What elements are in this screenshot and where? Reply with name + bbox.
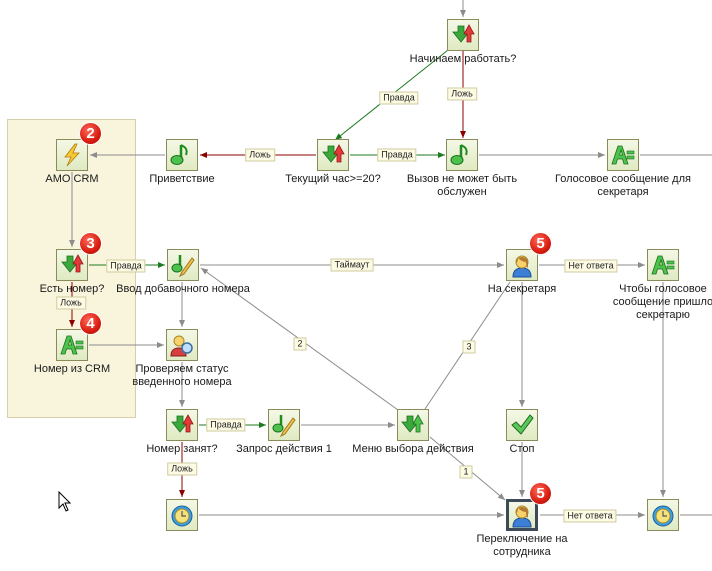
node-label: Номер занят? (146, 443, 218, 455)
node-label: Приветствие (149, 173, 215, 185)
edge-label-false: Ложь (447, 87, 477, 101)
music-note-icon (169, 142, 195, 168)
node-action-menu[interactable] (397, 409, 429, 441)
edge-label-true: Правда (377, 148, 417, 162)
node-label: Стоп (509, 443, 535, 455)
node-action-request[interactable] (268, 409, 300, 441)
node-label: Меню выбора действия (352, 443, 474, 455)
text-to-speech-icon (610, 142, 636, 168)
node-to-secretary[interactable] (506, 249, 538, 281)
mouse-cursor-icon (58, 491, 72, 512)
edge-label-option-2: 2 (293, 337, 307, 351)
edge-label-true: Правда (106, 259, 146, 273)
edge-label-false: Ложь (167, 462, 197, 476)
operator-icon (509, 502, 535, 528)
edge-label-timeout: Таймаут (330, 258, 374, 272)
edge-label-no-answer: Нет ответа (564, 259, 618, 273)
node-label: Начинаем работать? (409, 53, 517, 65)
edge-label-false: Ложь (56, 296, 86, 310)
music-input-icon (170, 252, 196, 278)
node-greeting[interactable] (166, 139, 198, 171)
step-number-badge: 5 (530, 483, 551, 504)
node-label: Есть номер? (39, 283, 105, 295)
node-voice-to-secretary[interactable] (647, 249, 679, 281)
lightning-icon (59, 142, 85, 168)
edge-label-true: Правда (379, 91, 419, 105)
music-input-icon (271, 412, 297, 438)
node-amo-crm[interactable] (56, 139, 88, 171)
node-label: Ввод добавочного номера (116, 283, 250, 295)
node-number-busy[interactable] (166, 409, 198, 441)
condition-icon (169, 412, 195, 438)
step-number-badge: 3 (80, 233, 101, 254)
condition-icon (320, 142, 346, 168)
alarm-clock-icon (169, 502, 195, 528)
node-enter-ext[interactable] (167, 249, 199, 281)
node-hour-check[interactable] (317, 139, 349, 171)
user-search-icon (169, 332, 195, 358)
operator-icon (509, 252, 535, 278)
step-number-badge: 5 (530, 233, 551, 254)
node-has-number[interactable] (56, 249, 88, 281)
node-label: Номер из CRM (33, 363, 111, 375)
edge-label-true: Правда (206, 418, 246, 432)
text-to-speech-icon (650, 252, 676, 278)
condition-icon (450, 22, 476, 48)
node-start-work[interactable] (447, 19, 479, 51)
node-label: На секретаря (487, 283, 557, 295)
node-wait1[interactable] (166, 499, 198, 531)
step-number-badge: 4 (80, 313, 101, 334)
node-check-status[interactable] (166, 329, 198, 361)
step-number-badge: 2 (80, 123, 101, 144)
node-wait2[interactable] (647, 499, 679, 531)
node-number-from-crm[interactable] (56, 329, 88, 361)
menu-icon (400, 412, 426, 438)
node-label: Запрос действия 1 (236, 443, 332, 455)
checkmark-icon (509, 412, 535, 438)
node-voice-secretary[interactable] (607, 139, 639, 171)
node-label: Текущий час>=20? (285, 173, 381, 185)
text-to-speech-icon (59, 332, 85, 358)
node-label: AMO CRM (45, 173, 99, 185)
node-stop[interactable] (506, 409, 538, 441)
music-note-icon (449, 142, 475, 168)
edge-label-option-3: 3 (462, 340, 476, 354)
edge-label-false: Ложь (245, 148, 275, 162)
alarm-clock-icon (650, 502, 676, 528)
node-cannot-serve[interactable] (446, 139, 478, 171)
node-transfer-employee[interactable] (506, 499, 538, 531)
condition-icon (59, 252, 85, 278)
edge-label-no-answer: Нет ответа (563, 509, 617, 523)
edge-label-option-1: 1 (459, 465, 473, 479)
